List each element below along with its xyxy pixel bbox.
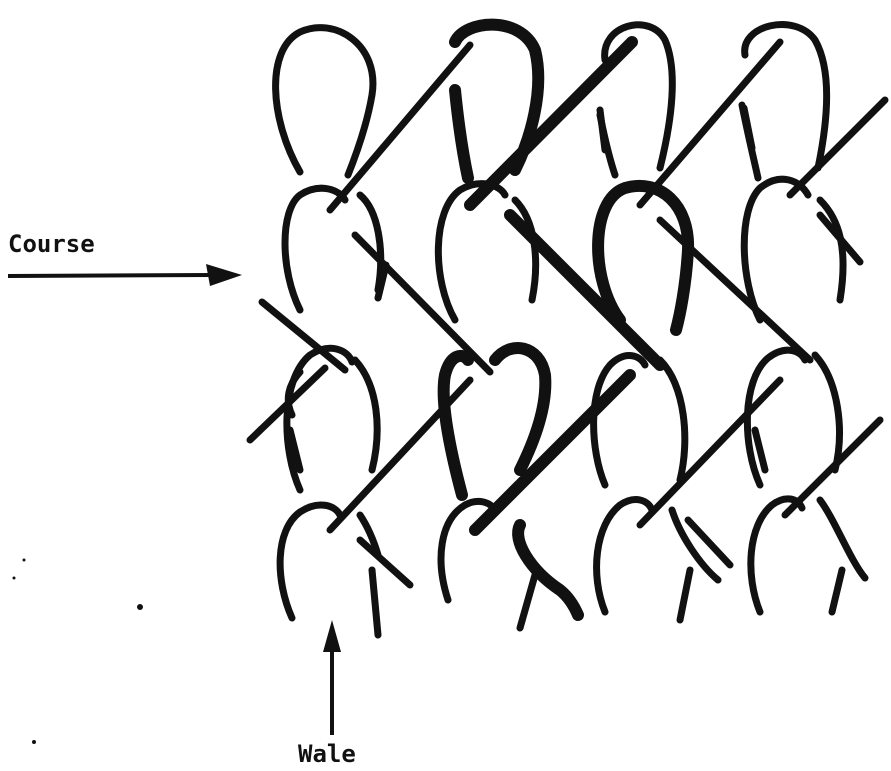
cross-r1-d (790, 100, 885, 195)
loop-r3-c3-leg (660, 360, 685, 480)
loop-r1-c1 (276, 28, 373, 175)
cross-r1-a (330, 45, 470, 210)
cross-r2-a (355, 235, 490, 372)
speck-2 (32, 740, 36, 744)
loop-r3-c2-highlight (444, 356, 468, 495)
dash-6 (755, 430, 765, 470)
loop-r3-c2-right (495, 348, 545, 470)
inter-loop-dashes (290, 108, 765, 470)
loop-r3-c4 (747, 350, 805, 485)
wale-label: Wale (298, 740, 356, 768)
wale-annotation: Wale (298, 620, 356, 768)
cross-r1-b (470, 42, 632, 205)
loop-r3-c3 (594, 356, 645, 485)
loop-r3-c1-leg (355, 360, 377, 470)
course-arrow-head (206, 264, 242, 286)
loop-r4-c4-leg (820, 500, 865, 578)
course-label: Course (8, 230, 95, 258)
stub-r4-inner-1 (360, 540, 410, 585)
row-3-crossings (250, 368, 880, 530)
course-arrow-shaft (8, 275, 212, 276)
dash-4 (744, 108, 752, 148)
wale-arrow-head (323, 620, 341, 652)
stub-1 (372, 570, 378, 635)
loop-r2-c4 (744, 179, 808, 320)
row-2-crossings (262, 215, 860, 372)
dash-3 (600, 110, 605, 150)
loop-r1-c4 (745, 25, 827, 168)
speck-4 (13, 577, 16, 580)
row-2-loops (285, 179, 843, 330)
course-annotation: Course (8, 230, 242, 286)
loop-r1-c2-leg (455, 90, 468, 178)
loop-r4-c4 (751, 499, 802, 612)
stub-4 (832, 570, 842, 612)
row-4-loops (280, 499, 865, 618)
loop-r4-c1 (280, 505, 340, 618)
speck-1 (137, 604, 143, 610)
stub-3 (680, 570, 690, 620)
row-3-loops (287, 348, 840, 495)
row-1-loops (276, 25, 827, 178)
loop-r1-c3 (605, 25, 673, 168)
cross-r3-c (475, 375, 630, 530)
stub-2 (520, 575, 535, 628)
speck-3 (23, 559, 26, 562)
loop-r3-c4-leg (815, 355, 839, 470)
scan-speckles (13, 559, 144, 745)
